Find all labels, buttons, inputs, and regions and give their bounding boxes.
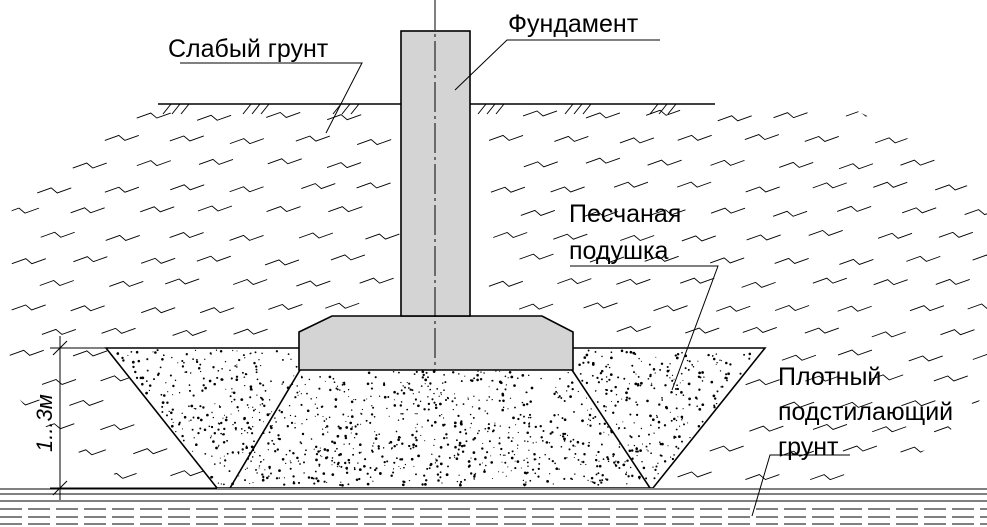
label-sand-cushion-2: подушка — [569, 237, 669, 265]
leader-foundation — [454, 39, 660, 91]
sand-texture — [116, 349, 752, 487]
label-dense-soil-1: Плотный — [778, 363, 881, 391]
label-dense-soil-3: грунт — [778, 433, 839, 461]
dense-soil-layer — [0, 488, 987, 527]
depth-dimension-label: 1...3м — [32, 394, 57, 452]
label-sand-cushion-1: Песчаная — [569, 200, 681, 228]
leader-sand-cushion — [570, 265, 719, 391]
leader-weak-soil — [180, 62, 363, 134]
label-weak-soil: Слабый грунт — [168, 35, 329, 63]
depth-dimension: 1...3м — [32, 336, 217, 500]
label-dense-soil-2: подстилающий — [778, 398, 953, 426]
foundation-footing — [298, 315, 574, 371]
ground-surface-hatch — [162, 103, 677, 115]
leader-dense-soil — [751, 454, 850, 517]
label-foundation: Фундамент — [508, 10, 639, 38]
stress-line-right — [571, 369, 651, 489]
stress-line-left — [229, 369, 301, 489]
